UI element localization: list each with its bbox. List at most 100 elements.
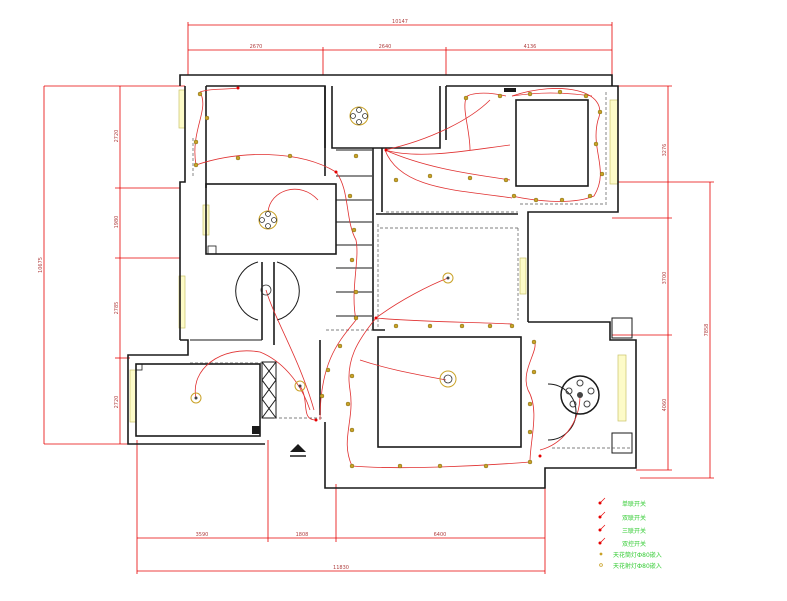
downlight-icon [527, 429, 533, 435]
light-fixtures [190, 106, 600, 415]
downlight-icon [349, 373, 355, 379]
downlight-icon [393, 323, 399, 329]
entrance-arrow-icon [290, 444, 306, 452]
downlight-icon [345, 401, 351, 407]
legend-item-recessed-spotlight: 天花射灯Ф80嵌入 [599, 562, 662, 570]
downlight-icon [353, 315, 359, 321]
downlight-icon [511, 193, 517, 199]
switch-icon [538, 454, 542, 458]
ceiling-lamp-icon [258, 210, 278, 230]
legend-item-triple-switch: 三联开关 [598, 524, 646, 535]
downlight-icon [557, 89, 563, 95]
downlight-icon [597, 109, 603, 115]
ceiling-lamp-icon [349, 106, 369, 126]
downlight-icon [325, 367, 331, 373]
downlight-icon [427, 323, 433, 329]
downlight-icon [593, 141, 599, 147]
dim-left-seg2: 1980 [114, 216, 120, 229]
downlight-dots [193, 89, 605, 469]
window [178, 275, 186, 329]
door-swing [235, 261, 259, 321]
dim-right-seg2: 3700 [662, 272, 668, 285]
ceiling-lamp-icon [560, 375, 600, 415]
legend: 单联开关 双联开关 三联开关 双控开关 天花筒灯Ф80嵌入 天花射灯Ф80嵌入 [598, 497, 662, 570]
downlight-icon [349, 463, 355, 469]
switch-panel-icon [504, 88, 516, 92]
switch-icon [314, 418, 318, 422]
ceiling-lamp-icon [260, 284, 272, 296]
ceiling-lamp-icon [294, 380, 306, 392]
legend-item-single-switch: 单联开关 [598, 497, 646, 508]
legend-label: 单联开关 [622, 500, 646, 508]
downlight-icon [583, 93, 589, 99]
ceiling-dashed-lines [190, 92, 630, 449]
downlight-icon [531, 369, 537, 375]
downlight-icon [351, 227, 357, 233]
legend-label: 天花筒灯Ф80嵌入 [613, 551, 662, 559]
downlight-icon [437, 463, 443, 469]
dim-left-total: 10675 [38, 257, 44, 273]
downlight-icon [587, 193, 593, 199]
recessed-downlight-icon [599, 552, 603, 556]
downlight-icon [353, 289, 359, 295]
downlight-icon [459, 323, 465, 329]
dim-top-total: 10147 [392, 19, 408, 25]
dim-bottom-total: 11830 [333, 565, 349, 571]
window [519, 257, 527, 295]
downlight-icon [347, 193, 353, 199]
ceiling-lamp-icon [442, 272, 454, 284]
downlight-icon [463, 95, 469, 101]
downlight-icon [503, 177, 509, 183]
legend-label: 三联开关 [622, 527, 646, 535]
recessed-spotlight-icon [599, 563, 603, 567]
cabinet-hatch [261, 361, 277, 419]
downlight-icon [533, 197, 539, 203]
downlight-icon [287, 153, 293, 159]
switch-markers [236, 86, 542, 458]
downlight-icon [527, 91, 533, 97]
downlight-icon [337, 343, 343, 349]
downlight-icon [483, 463, 489, 469]
downlight-icon [527, 401, 533, 407]
switch-icon [334, 170, 338, 174]
legend-label: 双控开关 [622, 540, 646, 548]
dim-bottom-seg2: 1808 [296, 532, 309, 538]
dim-bottom-seg1: 3590 [196, 532, 209, 538]
downlight-icon [467, 175, 473, 181]
dim-top-seg1: 2670 [250, 44, 263, 50]
window [609, 99, 619, 185]
legend-item-recessed-downlight: 天花筒灯Ф80嵌入 [599, 551, 662, 559]
legend-label: 双联开关 [622, 514, 646, 522]
downlight-icon [497, 93, 503, 99]
dim-top-seg2: 2640 [379, 44, 392, 50]
legend-label: 天花射灯Ф80嵌入 [613, 562, 662, 570]
ceiling-lamp-icon [439, 370, 457, 388]
switch-icon [236, 86, 240, 90]
dim-left-seg3: 2785 [114, 302, 120, 315]
dim-bottom-seg3: 6400 [434, 532, 447, 538]
downlight-icon [193, 139, 199, 145]
downlight-icon [559, 197, 565, 203]
legend-item-double-switch: 双联开关 [598, 511, 646, 522]
downlight-icon [235, 155, 241, 161]
dim-left-seg1: 2720 [114, 130, 120, 143]
downlight-icon [319, 393, 325, 399]
ceiling-lamp-icon [190, 392, 202, 404]
dim-right-total: 7858 [704, 324, 710, 337]
switch-icon [374, 316, 378, 320]
dim-right-seg1: 3276 [662, 144, 668, 157]
dim-top-seg3: 4136 [524, 44, 537, 50]
double-switch-icon [598, 515, 602, 519]
downlight-icon [397, 463, 403, 469]
switch-icon [384, 148, 388, 152]
downlight-icon [427, 173, 433, 179]
door-swing [276, 261, 300, 321]
downlight-icon [349, 257, 355, 263]
dual-control-switch-icon [598, 541, 602, 545]
legend-item-dual-control-switch: 双控开关 [598, 537, 646, 548]
downlight-icon [197, 91, 203, 97]
dim-right-seg3: 4060 [662, 399, 668, 412]
triple-switch-icon [598, 528, 602, 532]
downlight-icon [193, 162, 199, 168]
